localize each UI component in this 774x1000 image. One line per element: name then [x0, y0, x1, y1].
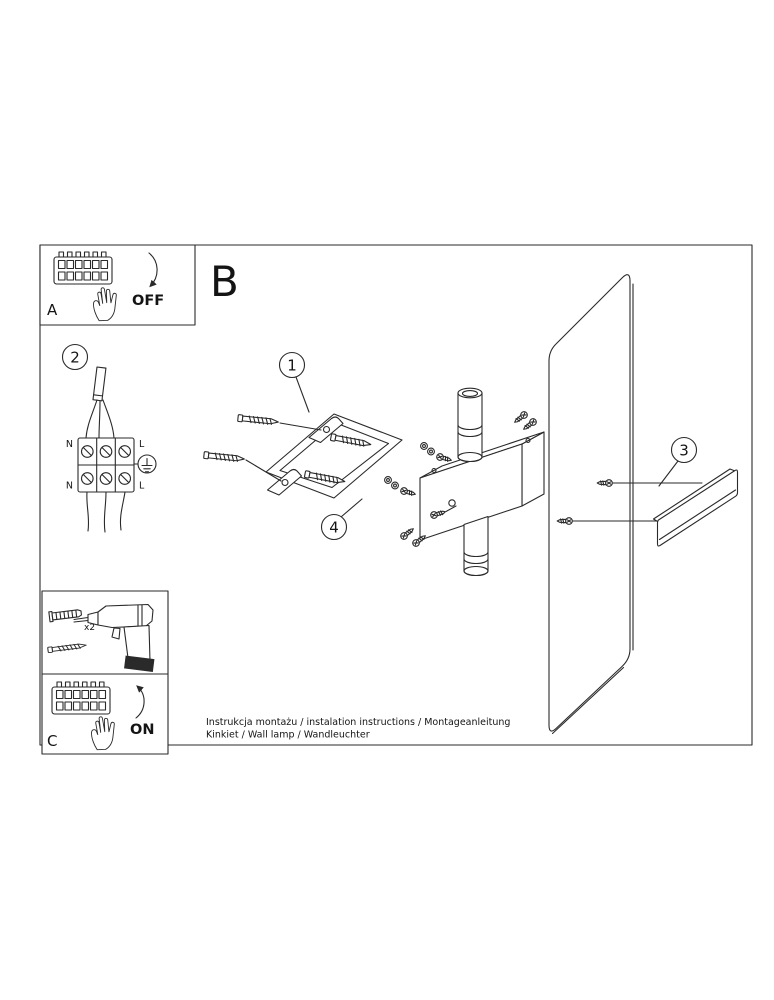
washer-icon — [427, 447, 435, 456]
on-label: ON — [130, 722, 154, 738]
callout-3: 3 — [658, 436, 698, 487]
mounting-screw-icon — [237, 414, 280, 427]
top-tube — [457, 387, 483, 463]
washer-icon — [391, 481, 399, 490]
terminal-block — [77, 437, 135, 493]
callout-4-label: 4 — [329, 519, 339, 537]
footer-line1: Instrukcja montażu / instalation instruc… — [206, 717, 510, 728]
glass-panel — [548, 274, 634, 735]
callout-1-label: 1 — [287, 357, 297, 375]
terminal-n-bottom-label: N — [66, 481, 73, 492]
mounting-screw-icon — [203, 451, 246, 464]
small-screw-icon — [521, 416, 539, 433]
small-screw-icon — [435, 452, 453, 464]
connector-strip-icon — [53, 251, 113, 285]
panel-b-label: B — [210, 257, 239, 306]
fastener-set — [384, 409, 539, 549]
cover-plate — [652, 468, 739, 547]
small-screw-icon — [399, 486, 417, 498]
washer-icon — [384, 476, 392, 484]
terminal-l-bottom-label: L — [139, 481, 145, 492]
footer: Instrukcja montażu / instalation instruc… — [206, 717, 510, 741]
small-screw-icon — [410, 532, 428, 549]
wall-bracket — [265, 413, 403, 499]
rotate-arrow-icon — [135, 685, 145, 719]
panel-c-label: C — [47, 732, 57, 750]
footer-line2: Kinkiet / Wall lamp / Wandleuchter — [206, 730, 370, 741]
mounting-screws — [203, 414, 322, 482]
rotate-arrow-icon — [148, 252, 158, 288]
washer-icon — [420, 442, 428, 450]
wall-anchor-icon — [48, 609, 83, 623]
tools-box: x2 — [41, 590, 169, 675]
outer-frame — [39, 244, 753, 746]
wires-out — [86, 491, 126, 533]
panel-a: OFF A — [39, 244, 196, 326]
panel-c: ON C — [41, 673, 169, 755]
wires-in — [85, 399, 115, 439]
small-screw-icon — [398, 525, 416, 542]
small-screw-icon — [512, 409, 530, 426]
bottom-tube — [463, 515, 489, 577]
callout-1: 1 — [278, 351, 310, 413]
anchor-count-label: x2 — [84, 623, 95, 633]
drill-icon — [73, 603, 155, 672]
callout-2-label: 2 — [70, 349, 80, 367]
callout-4: 4 — [320, 498, 363, 541]
callout-3-label: 3 — [679, 442, 689, 460]
panel-fixing-screws — [556, 479, 703, 525]
bracket-screw-icon — [329, 433, 372, 449]
terminal-l-top-label: L — [139, 439, 145, 450]
panel-a-label: A — [47, 301, 58, 319]
cable-sheath — [92, 366, 107, 402]
terminal-n-top-label: N — [66, 439, 73, 450]
connector-strip-icon — [51, 681, 111, 715]
wiring-diagram: 2 N L N L — [61, 343, 157, 533]
bracket-screw-icon — [303, 470, 346, 486]
off-label: OFF — [132, 293, 164, 309]
ground-symbol-icon — [133, 454, 157, 474]
